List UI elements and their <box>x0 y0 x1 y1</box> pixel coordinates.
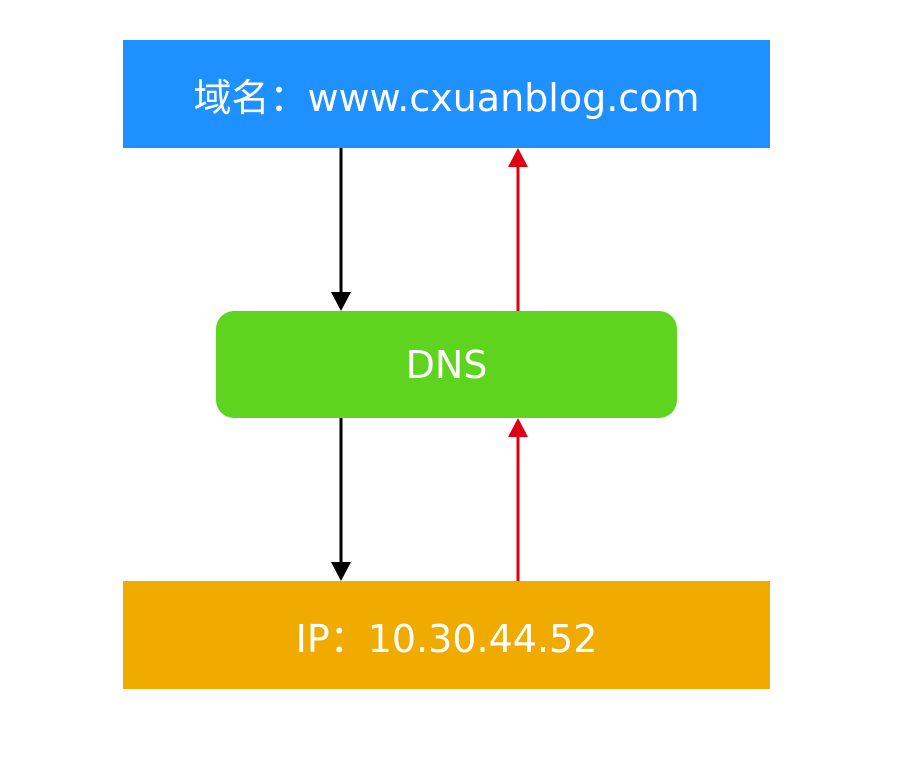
ip-node: IP：10.30.44.52 <box>123 581 770 689</box>
arrowhead-ip-to-dns <box>508 418 528 437</box>
domain-label: 域名：www.cxuanblog.com <box>193 75 700 120</box>
domain-node: 域名：www.cxuanblog.com <box>123 40 770 148</box>
arrowhead-dns-to-ip <box>331 562 351 581</box>
dns-label: DNS <box>405 342 488 387</box>
arrowhead-domain-to-dns <box>331 292 351 311</box>
ip-label: IP：10.30.44.52 <box>295 616 598 661</box>
arrowhead-dns-to-domain <box>508 148 528 167</box>
dns-node: DNS <box>216 311 677 418</box>
